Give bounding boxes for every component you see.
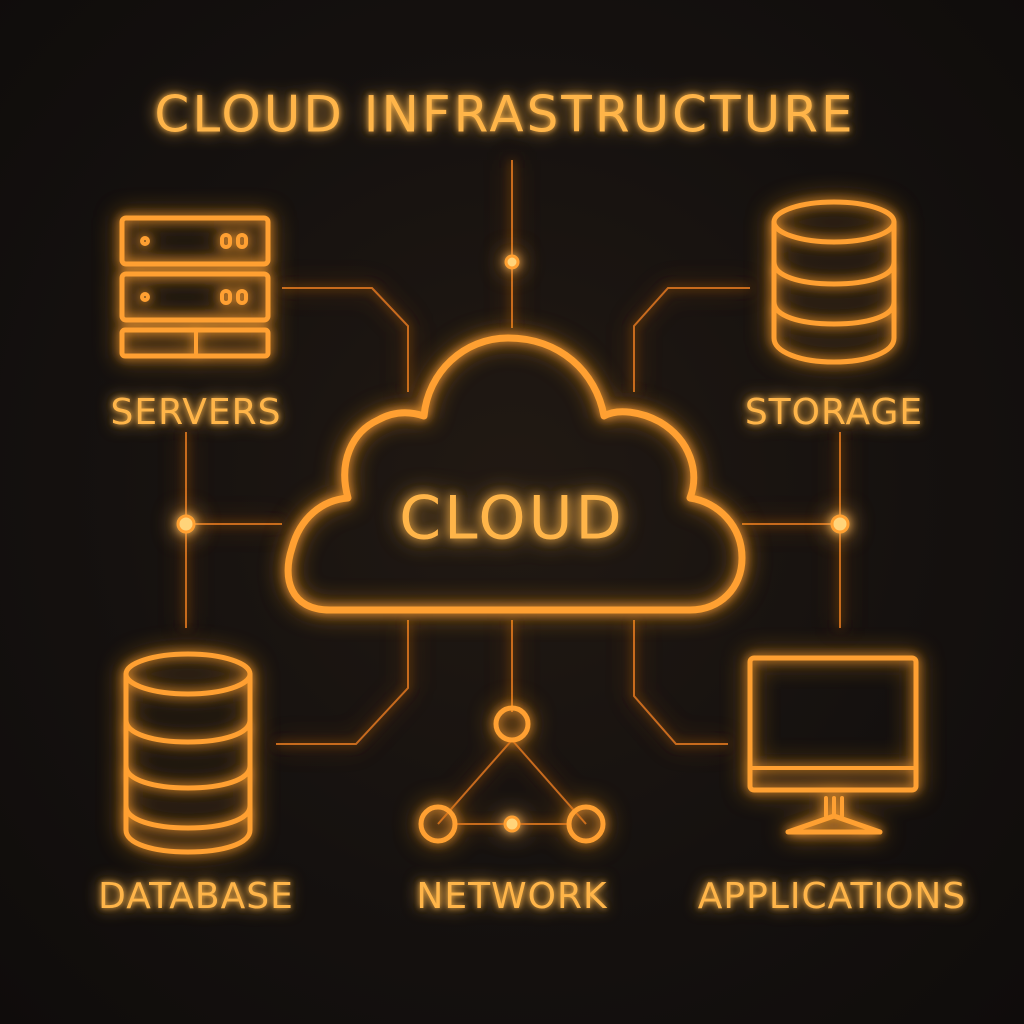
junction-dot-left <box>176 514 196 534</box>
cloud-label: CLOUD <box>399 484 625 554</box>
connector-database <box>276 620 409 745</box>
junction-dot-top <box>504 254 520 270</box>
label-network: NETWORK <box>416 876 608 917</box>
diagram-title: CLOUD INFRASTRUCTURE <box>154 86 855 144</box>
connector-applications <box>633 620 728 745</box>
connector-storage <box>633 287 750 392</box>
server-rack-icon <box>119 215 271 359</box>
database-cylinder-icon <box>123 651 253 855</box>
label-database: DATABASE <box>98 876 294 917</box>
cloud-icon: CLOUD <box>284 334 746 614</box>
junction-dot-right <box>830 514 850 534</box>
junction-dots <box>176 254 850 534</box>
network-nodes-icon <box>418 705 606 844</box>
label-servers: SERVERS <box>111 392 282 433</box>
monitor-icon <box>747 655 919 835</box>
connector-servers <box>282 287 409 392</box>
storage-cylinder-icon <box>771 199 897 365</box>
connector-lines <box>185 160 841 745</box>
label-applications: APPLICATIONS <box>698 876 966 917</box>
label-storage: STORAGE <box>745 392 923 433</box>
